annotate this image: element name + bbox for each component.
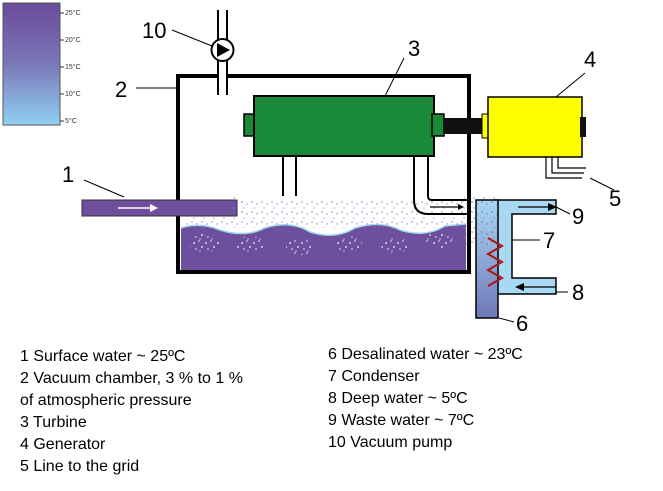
callout-3: 3 [408,36,420,61]
colorbar-tick: 15°C [65,63,81,71]
legend-item: 7 Condenser [328,368,420,385]
legend-item: 6 Desalinated water ~ 23ºC [328,346,523,363]
condenser [464,196,557,319]
callout-10: 10 [142,18,166,43]
colorbar-tick: 10°C [65,90,81,98]
colorbar-tick: 5°C [65,117,77,125]
legend-item: 3 Turbine [20,414,87,431]
callout-5: 5 [609,186,621,211]
generator [481,96,586,158]
callout-2: 2 [115,77,127,102]
vapor-duct [413,156,470,215]
temperature-colorbar: 25°C 20°C 15°C 10°C 5°C [2,2,81,126]
legend-item: 1 Surface water ~ 25ºC [20,348,186,365]
legend-item: 2 Vacuum chamber, 3 % to 1 % [20,370,243,387]
legend-item: 4 Generator [20,436,106,453]
turbine [243,95,445,196]
legend-item: 10 Vacuum pump [328,434,453,451]
legend-item: 9 Waste water ~ 7ºC [328,412,475,429]
callout-4: 4 [584,47,596,72]
callout-1: 1 [62,162,74,187]
callout-leaders [83,29,615,323]
legend-item: 8 Deep water ~ 5ºC [328,390,468,407]
grid-line [545,157,586,179]
legend-right: 6 Desalinated water ~ 23ºC 7 Condenser 8… [328,344,523,454]
colorbar-tick: 20°C [65,36,81,44]
surface-water-pool [181,224,466,270]
legend-item: of atmospheric pressure [20,392,192,409]
legend-item: 5 Line to the grid [20,458,140,475]
vacuum-pump [210,10,235,95]
legend-left: 1 Surface water ~ 25ºC 2 Vacuum chamber,… [20,346,243,478]
callout-8: 8 [572,280,584,305]
turbine-shaft [444,118,486,134]
callout-9: 9 [572,204,584,229]
colorbar-tick: 25°C [65,9,81,17]
callout-6: 6 [516,311,528,336]
surface-water-inlet-pipe [81,196,242,217]
callout-7: 7 [543,228,555,253]
